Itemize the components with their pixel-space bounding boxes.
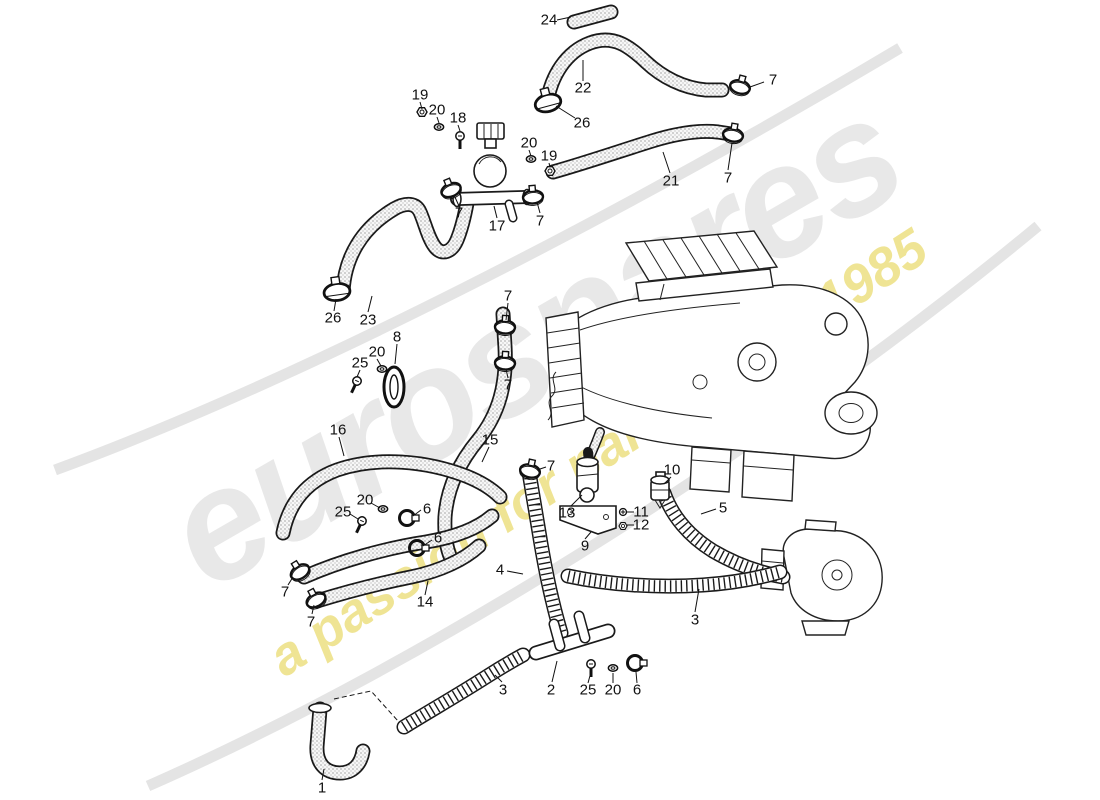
assembly-dashed-line — [333, 690, 399, 722]
clamp-7 — [520, 183, 545, 208]
clamp-26 — [530, 83, 565, 116]
t-connector — [528, 610, 616, 661]
bolt-25 — [585, 658, 597, 679]
hose-24 — [566, 4, 619, 30]
grommet — [382, 365, 406, 409]
side-duct — [545, 311, 585, 428]
clamp-7 — [726, 72, 754, 99]
nut-12 — [618, 521, 628, 531]
heater-box-assembly — [545, 230, 878, 502]
leader-lines — [287, 16, 765, 781]
washer-20 — [607, 664, 619, 672]
washer-20 — [377, 505, 389, 513]
clip-6 — [626, 654, 649, 672]
hose-23 — [335, 195, 475, 299]
changeover-valve — [576, 447, 599, 503]
grille-slats — [643, 232, 760, 280]
watermark-layer: eurospares a passion for parts since 198… — [53, 43, 1042, 792]
watermark-swoosh-bottom — [145, 221, 1042, 792]
washer-20 — [525, 155, 537, 163]
hose-22 — [539, 32, 730, 111]
hose-3-left — [396, 647, 531, 735]
hose-3-right — [560, 564, 788, 594]
outlet-duct-left — [689, 446, 732, 493]
washer-20 — [433, 123, 445, 131]
watermark-swoosh-top — [53, 43, 903, 476]
bracket — [559, 505, 617, 535]
washer-20 — [376, 365, 388, 373]
outlet-duct-right — [741, 450, 795, 502]
screw-11 — [618, 507, 628, 517]
nut-19 — [544, 165, 556, 177]
bolt-18 — [454, 130, 466, 151]
hose-1 — [308, 701, 371, 781]
air-intake-grille — [624, 230, 779, 282]
check-valve — [650, 471, 670, 509]
hose-21 — [545, 123, 739, 180]
hose-16 — [275, 454, 508, 541]
